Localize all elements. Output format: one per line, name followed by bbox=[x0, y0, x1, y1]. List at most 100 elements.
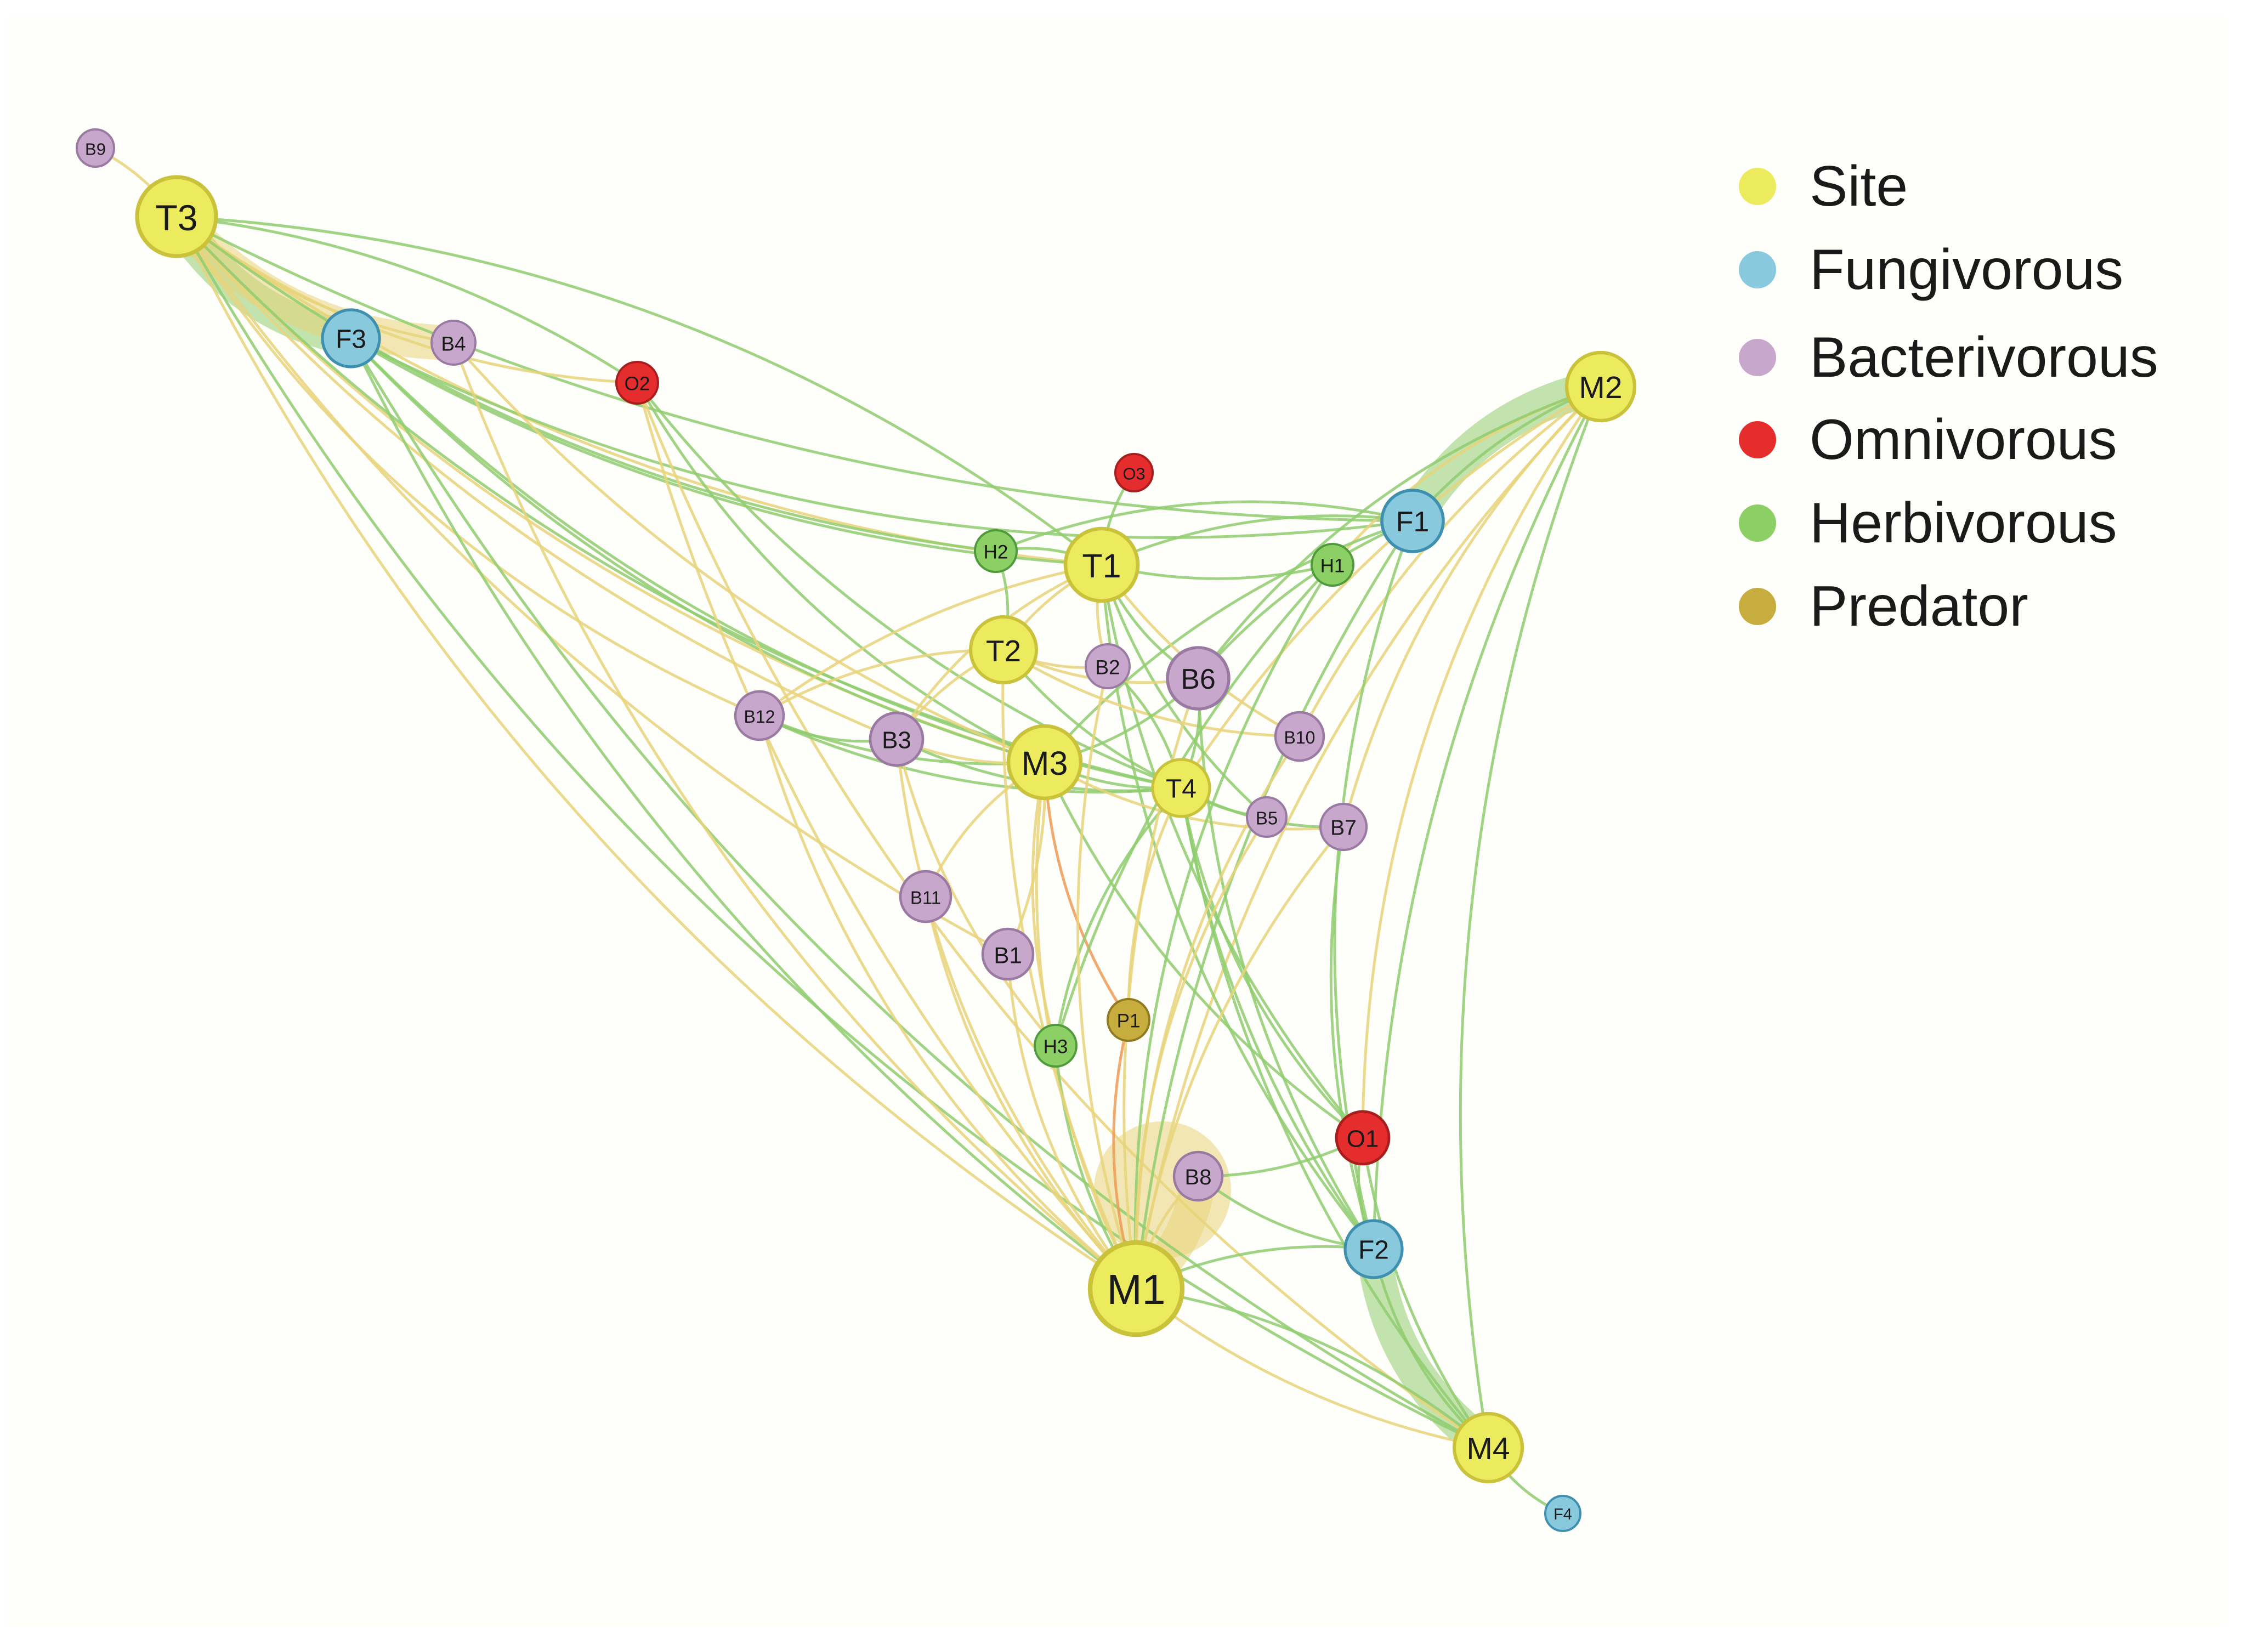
edge-F3-F1 bbox=[350, 337, 1413, 539]
legend-label-predator: Predator bbox=[1810, 575, 2028, 638]
node-M3[interactable]: M3 bbox=[1006, 724, 1083, 801]
node-P1[interactable]: P1 bbox=[1107, 998, 1150, 1042]
legend-item-herbivorous: Herbivorous bbox=[1739, 491, 2117, 555]
node-T3-label: T3 bbox=[155, 197, 197, 238]
edge-T3-H2 bbox=[175, 215, 996, 553]
edge-B12-M1 bbox=[758, 715, 1137, 1290]
node-T3-circle bbox=[135, 175, 218, 258]
edge-M2-T4 bbox=[1180, 385, 1602, 789]
node-T1[interactable]: T1 bbox=[1063, 526, 1140, 603]
edge-T3-T1 bbox=[176, 215, 1103, 566]
edge-B7-F2 bbox=[1329, 826, 1375, 1250]
edge-F1-M1 bbox=[1135, 520, 1414, 1289]
node-M2-label: M2 bbox=[1579, 370, 1622, 405]
node-F3-circle bbox=[321, 308, 381, 368]
node-T2[interactable]: T2 bbox=[969, 615, 1038, 684]
node-F1-circle bbox=[1380, 489, 1445, 553]
node-O2[interactable]: O2 bbox=[615, 361, 659, 405]
node-H2[interactable]: H2 bbox=[974, 529, 1018, 573]
node-T4[interactable]: T4 bbox=[1151, 758, 1211, 818]
edge-M3-P1 bbox=[1043, 762, 1130, 1021]
node-B4-label: B4 bbox=[441, 333, 466, 355]
node-B5-circle bbox=[1246, 796, 1288, 838]
node-B5[interactable]: B5 bbox=[1246, 796, 1288, 838]
node-B8-circle bbox=[1172, 1150, 1224, 1202]
node-B3-label: B3 bbox=[882, 727, 911, 754]
node-H3-label: H3 bbox=[1044, 1036, 1068, 1058]
edge-T2-M1 bbox=[1001, 649, 1138, 1290]
node-H1[interactable]: H1 bbox=[1311, 543, 1354, 587]
node-O3-circle bbox=[1114, 453, 1154, 492]
edge-O1-M4 bbox=[1361, 1137, 1490, 1449]
node-M3-label: M3 bbox=[1022, 745, 1068, 782]
node-T3[interactable]: T3 bbox=[135, 175, 218, 258]
edge-M1-M4 bbox=[1135, 1288, 1489, 1449]
node-B10[interactable]: B10 bbox=[1274, 711, 1325, 762]
node-B1-label: B1 bbox=[994, 943, 1022, 968]
edge-M2-B6 bbox=[1197, 385, 1601, 679]
node-F4[interactable]: F4 bbox=[1544, 1495, 1581, 1532]
edge-T3-M1 bbox=[175, 215, 1137, 1290]
node-H3[interactable]: H3 bbox=[1034, 1024, 1078, 1068]
edge-O2-M4 bbox=[636, 382, 1489, 1449]
edge-T1-B12 bbox=[758, 563, 1102, 717]
node-F2-label: F2 bbox=[1358, 1236, 1389, 1265]
node-B12[interactable]: B12 bbox=[734, 690, 785, 741]
legend-item-omnivorous: Omnivorous bbox=[1739, 408, 2117, 472]
edge-F1-B6 bbox=[1197, 519, 1413, 679]
node-B9[interactable]: B9 bbox=[76, 128, 115, 168]
node-B12-label: B12 bbox=[744, 707, 775, 727]
node-M2[interactable]: M2 bbox=[1564, 350, 1637, 423]
edge-M2-M1 bbox=[1135, 385, 1602, 1289]
node-B6[interactable]: B6 bbox=[1166, 646, 1231, 711]
plot-panel bbox=[8, 15, 2225, 1627]
node-B5-label: B5 bbox=[1256, 808, 1278, 829]
node-M4-circle bbox=[1452, 1411, 1524, 1484]
node-B11[interactable]: B11 bbox=[899, 870, 952, 923]
node-B3-circle bbox=[869, 711, 925, 767]
edge-T3-O2 bbox=[176, 215, 638, 384]
node-F3-label: F3 bbox=[336, 325, 366, 354]
node-M2-circle bbox=[1564, 350, 1637, 423]
node-B11-circle bbox=[899, 870, 952, 923]
legend: SiteFungivorousBacterivorousOmnivorousHe… bbox=[1739, 155, 2158, 638]
node-B9-circle bbox=[76, 128, 115, 168]
node-O3[interactable]: O3 bbox=[1114, 453, 1154, 492]
node-M4[interactable]: M4 bbox=[1452, 1411, 1524, 1484]
node-O1-circle bbox=[1335, 1110, 1391, 1166]
node-B4[interactable]: B4 bbox=[430, 320, 477, 366]
node-B1-circle bbox=[981, 927, 1035, 981]
node-F2[interactable]: F2 bbox=[1343, 1219, 1404, 1279]
edge-T1-B5 bbox=[1100, 564, 1268, 818]
edge-M3-O1 bbox=[1043, 761, 1364, 1139]
node-B3[interactable]: B3 bbox=[869, 711, 925, 767]
edge-T3-B3 bbox=[175, 215, 897, 741]
node-P1-label: P1 bbox=[1117, 1011, 1141, 1032]
node-O1[interactable]: O1 bbox=[1335, 1110, 1391, 1166]
node-B7[interactable]: B7 bbox=[1319, 802, 1368, 852]
node-T2-circle bbox=[969, 615, 1038, 684]
edge-F1-M3 bbox=[1044, 519, 1413, 763]
node-F1-label: F1 bbox=[1396, 506, 1430, 538]
node-M1[interactable]: M1 bbox=[1087, 1240, 1185, 1337]
edge-F1-T1 bbox=[1101, 514, 1413, 566]
node-H2-label: H2 bbox=[984, 542, 1008, 563]
node-B8[interactable]: B8 bbox=[1172, 1150, 1224, 1202]
node-F4-label: F4 bbox=[1553, 1506, 1572, 1523]
node-B1[interactable]: B1 bbox=[981, 927, 1035, 981]
node-B11-label: B11 bbox=[910, 888, 941, 908]
edge-T2-B10 bbox=[1002, 648, 1300, 738]
legend-item-predator: Predator bbox=[1739, 575, 2028, 638]
node-F1[interactable]: F1 bbox=[1380, 489, 1445, 553]
node-O2-label: O2 bbox=[625, 373, 650, 395]
edge-T2-B12 bbox=[758, 648, 1004, 717]
node-F3[interactable]: F3 bbox=[321, 308, 381, 368]
edge-B4-M1 bbox=[452, 342, 1137, 1290]
edge-F3-M1 bbox=[349, 337, 1137, 1290]
node-B2[interactable]: B2 bbox=[1085, 643, 1131, 689]
node-B4-circle bbox=[430, 320, 477, 366]
node-H1-label: H1 bbox=[1320, 555, 1345, 577]
legend-label-bacterivorous: Bacterivorous bbox=[1810, 326, 2158, 389]
